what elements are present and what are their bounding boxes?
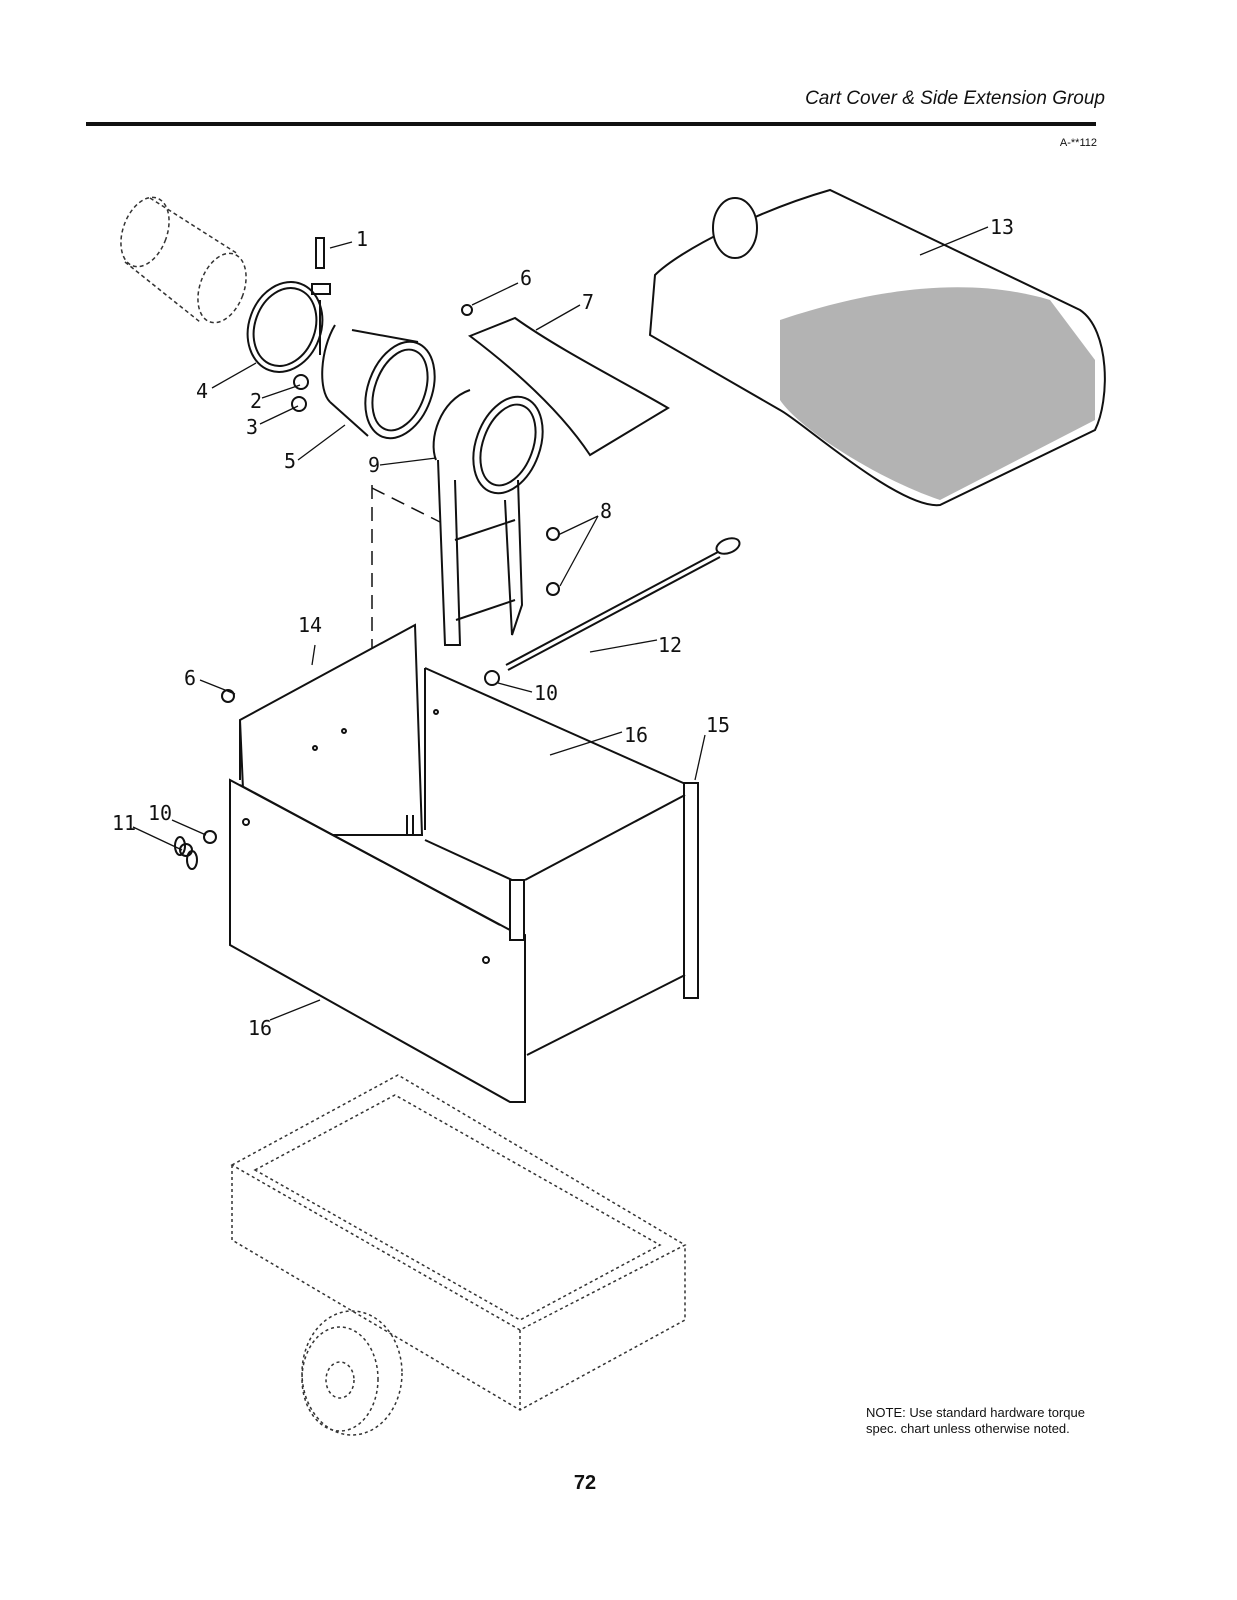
adapter-tube-part — [321, 324, 436, 440]
callout-2: 2 — [250, 389, 262, 413]
callout-9: 9 — [368, 453, 380, 477]
header-rule — [86, 122, 1096, 126]
callout-7: 7 — [582, 290, 594, 314]
deflector-part — [461, 304, 670, 457]
cart-cover-part — [648, 188, 1106, 507]
callout-5: 5 — [284, 449, 296, 473]
page-number: 72 — [573, 1472, 597, 1494]
callout-8: 8 — [600, 499, 612, 523]
callout-16-front: 16 — [248, 1016, 272, 1040]
callout-14: 14 — [298, 613, 322, 637]
nut-part — [291, 374, 309, 412]
callout-10-center: 10 — [534, 681, 558, 705]
tie-rod-part — [484, 537, 741, 686]
callout-11: 11 — [112, 811, 136, 835]
reference-cart — [230, 1074, 687, 1436]
callout-3: 3 — [246, 415, 258, 439]
reference-tube — [120, 196, 247, 324]
callout-1: 1 — [356, 227, 368, 251]
corner-post-part — [406, 782, 699, 1056]
back-panel-part — [424, 667, 691, 881]
callout-16-back: 16 — [624, 723, 648, 747]
leader-lines — [132, 226, 989, 1021]
callout-6-left: 6 — [184, 666, 196, 690]
callout-12: 12 — [658, 633, 682, 657]
page-title: Cart Cover & Side Extension Group — [805, 88, 1105, 109]
callout-10-left: 10 — [148, 801, 172, 825]
wing-nut-part — [174, 830, 217, 870]
callout-15: 15 — [706, 713, 730, 737]
callout-13: 13 — [990, 215, 1014, 239]
torque-note: NOTE: Use standard hardware torque spec.… — [866, 1405, 1085, 1436]
callout-4: 4 — [196, 379, 208, 403]
figure-code: A-**112 — [1059, 137, 1097, 149]
outlet-hood-part — [432, 389, 560, 646]
callout-6-top: 6 — [520, 266, 532, 290]
clamp-ring-part — [246, 237, 331, 373]
